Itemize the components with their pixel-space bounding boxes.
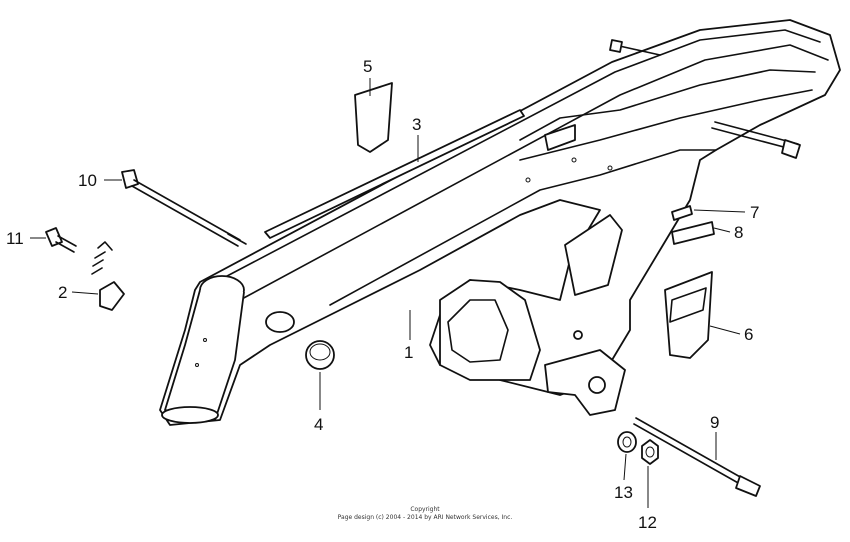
callout-6: 6 bbox=[744, 325, 753, 344]
callout-3: 3 bbox=[412, 115, 421, 134]
callout-1: 1 bbox=[404, 343, 413, 362]
nut-12 bbox=[641, 439, 659, 465]
emblem-7 bbox=[671, 205, 693, 221]
callout-7: 7 bbox=[750, 203, 759, 222]
spring-2 bbox=[91, 241, 125, 311]
plate-6 bbox=[664, 271, 713, 359]
callout-9: 9 bbox=[710, 413, 719, 432]
frame-body bbox=[159, 19, 841, 426]
leader-lines bbox=[30, 78, 746, 508]
emblem-8 bbox=[671, 221, 715, 245]
callout-4: 4 bbox=[314, 415, 323, 434]
copyright-line-1: Copyright bbox=[410, 506, 440, 513]
frame-strip bbox=[264, 109, 525, 239]
bolt-9 bbox=[633, 417, 761, 497]
washer-13 bbox=[617, 431, 637, 453]
callout-10: 10 bbox=[78, 171, 97, 190]
copyright-line-2: Page design (c) 2004 - 2014 by ARI Netwo… bbox=[338, 514, 513, 521]
callout-11: 11 bbox=[6, 229, 24, 248]
callout-12: 12 bbox=[638, 513, 657, 532]
callout-13: 13 bbox=[614, 483, 633, 502]
plate-5 bbox=[354, 82, 393, 153]
bolt-10 bbox=[121, 169, 247, 247]
callout-8: 8 bbox=[734, 223, 743, 242]
plug-4 bbox=[305, 340, 335, 370]
callout-5: 5 bbox=[363, 57, 372, 76]
screw-11 bbox=[45, 227, 77, 253]
callout-2: 2 bbox=[58, 283, 67, 302]
